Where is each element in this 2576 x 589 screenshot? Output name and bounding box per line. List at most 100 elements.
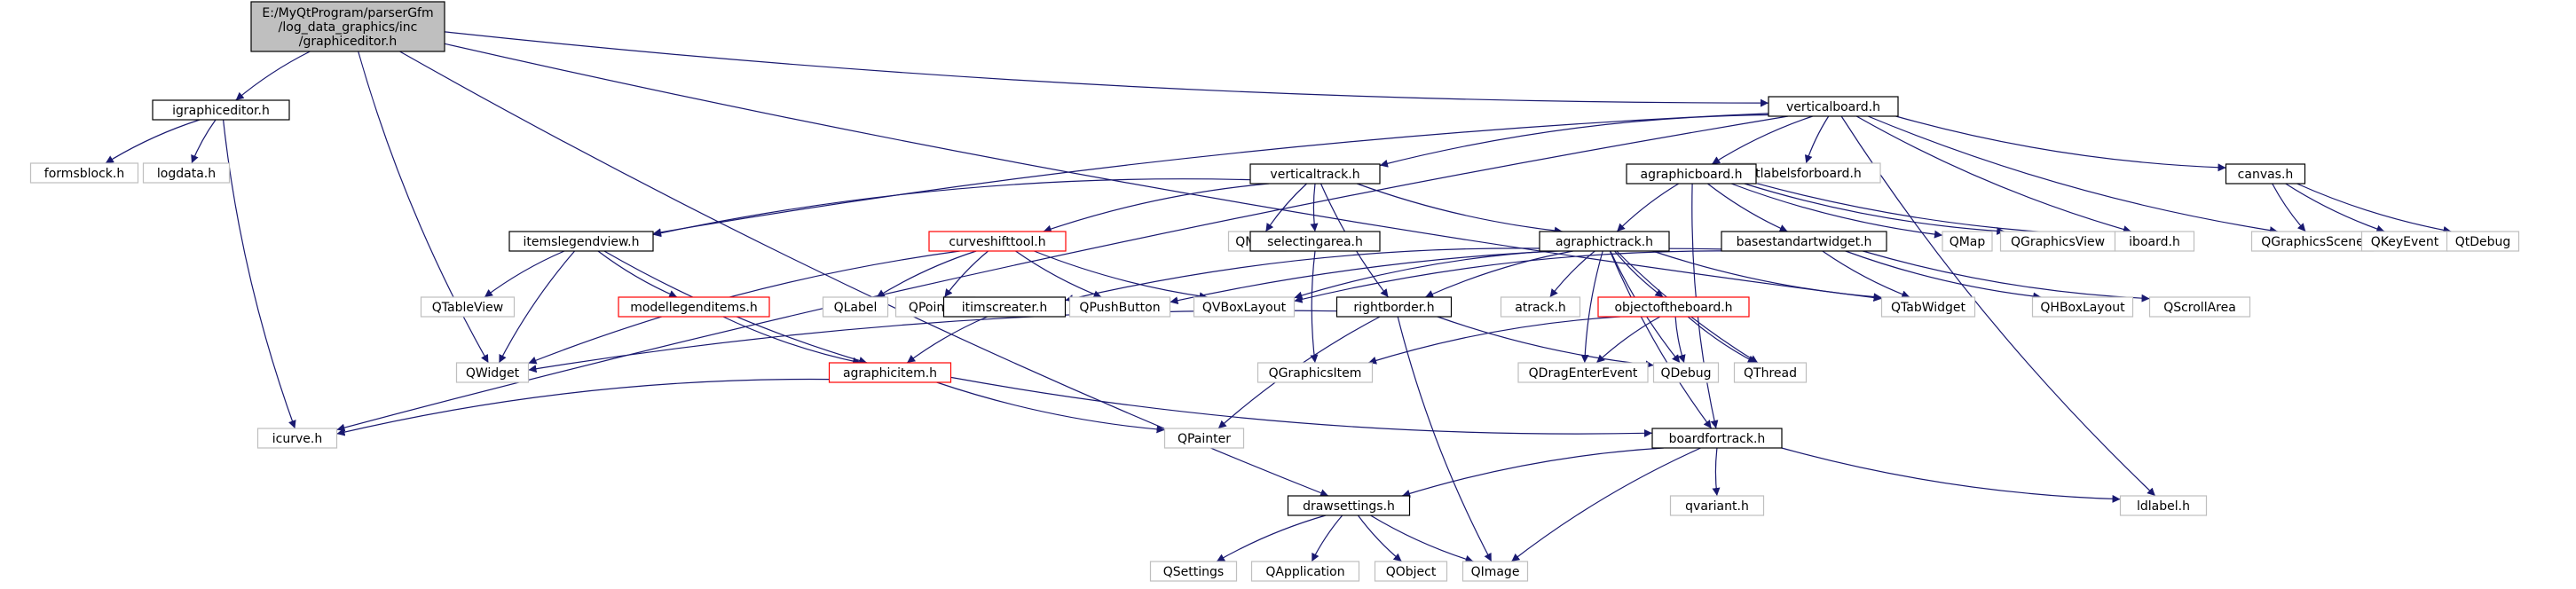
node-rightborder[interactable]: rightborder.h: [1335, 296, 1453, 318]
node-curveshifttool[interactable]: curveshifttool.h: [928, 231, 1067, 252]
node-setlabelsforboard: setlabelsforboard.h: [1721, 162, 1881, 184]
node-QImage: QImage: [1461, 561, 1529, 582]
node-agraphicboard[interactable]: agraphicboard.h: [1626, 163, 1757, 185]
node-label: agraphictrack.h: [1556, 235, 1653, 249]
edge-agraphictrack-to-objectoftheboard: [1614, 250, 1664, 298]
edge-basestandartwidget-to-QHBoxLayout: [1845, 250, 2042, 301]
node-label: drawsettings.h: [1303, 499, 1395, 514]
node-box: [455, 362, 530, 383]
node-verticaltrack[interactable]: verticaltrack.h: [1249, 163, 1381, 185]
node-box: [1335, 296, 1453, 318]
node-box: [1597, 296, 1750, 318]
node-QApplication: QApplication: [1250, 561, 1360, 582]
edge-verticalboard-to-icurve: [336, 115, 1789, 432]
edge-boardfortrack-to-drawsettings: [1401, 447, 1664, 498]
node-canvas[interactable]: canvas.h: [2225, 163, 2306, 185]
node-label: QKeyEvent: [2371, 235, 2439, 249]
edge-agraphictrack-to-QTabWidget: [1652, 250, 1882, 302]
node-label: boardfortrack.h: [1669, 432, 1766, 446]
node-box: [2114, 231, 2195, 252]
edge-basestandartwidget-to-QScrollArea: [1863, 250, 2150, 302]
edge-objectoftheboard-to-QDebug: [1674, 316, 1686, 364]
edge-agraphicitem-to-icurve: [336, 378, 830, 436]
node-label: QObject: [1386, 565, 1437, 579]
node-box: [1461, 561, 1529, 582]
node-objectoftheboard[interactable]: objectoftheboard.h: [1597, 296, 1750, 318]
edge-verticaltrack-to-agraphictrack: [1356, 183, 1563, 235]
node-label: objectoftheboard.h: [1614, 301, 1732, 315]
edge-agraphicitem-to-QPainter: [936, 381, 1165, 434]
node-icurve: icurve.h: [256, 428, 338, 449]
edge-root-to-verticalboard: [444, 31, 1769, 107]
node-QObject: QObject: [1374, 561, 1448, 582]
node-QGraphicsView: QGraphicsView: [1999, 231, 2116, 252]
node-box: [942, 296, 1067, 318]
node-box: [250, 1, 445, 52]
edge-verticaltrack-to-QMenu: [1264, 183, 1308, 232]
edge-boardfortrack-to-QImage: [1510, 447, 1701, 562]
node-drawsettings[interactable]: drawsettings.h: [1287, 495, 1411, 516]
node-box: [1652, 362, 1720, 383]
node-QKeyEvent: QKeyEvent: [2360, 231, 2449, 252]
node-label: QGraphicsView: [2011, 235, 2105, 249]
edge-drawsettings-to-QSettings: [1216, 514, 1327, 562]
node-QWidget: QWidget: [455, 362, 530, 383]
node-root[interactable]: E:/MyQtProgram/parserGfm/log_data_graphi…: [250, 1, 445, 52]
node-QDebug: QDebug: [1652, 362, 1720, 383]
dependency-edges: [105, 31, 2452, 563]
edge-curveshifttool-to-QLabel: [876, 250, 977, 298]
node-igraphiceditor[interactable]: igraphiceditor.h: [152, 99, 290, 121]
node-itemslegendview[interactable]: itemslegendview.h: [508, 231, 654, 252]
node-label: QDragEnterEvent: [1529, 366, 1638, 381]
edge-igraphiceditor-to-icurve: [223, 119, 296, 429]
node-QPainter: QPainter: [1163, 428, 1245, 449]
node-label: QGraphicsScene: [2261, 235, 2364, 249]
node-logdata: logdata.h: [142, 162, 231, 184]
node-label: QApplication: [1265, 565, 1344, 579]
edge-verticalboard-to-itemslegendview: [652, 113, 1769, 237]
node-label: QGraphicsItem: [1269, 366, 1362, 381]
edge-basestandartwidget-to-QTabWidget: [1822, 250, 1910, 298]
edge-verticalboard-to-iboard: [1855, 115, 2131, 233]
node-box: [508, 231, 654, 252]
node-label: /log_data_graphics/inc: [279, 20, 418, 35]
node-box: [1517, 362, 1649, 383]
edge-verticalboard-to-canvas: [1895, 115, 2226, 172]
edge-agraphicitem-to-boardfortrack: [950, 376, 1653, 437]
node-box: [1539, 231, 1670, 252]
node-box: [1942, 231, 1993, 252]
node-box: [1256, 362, 1374, 383]
edge-verticalboard-to-verticaltrack: [1379, 114, 1769, 168]
edge-objectoftheboard-to-QThread: [1687, 316, 1757, 364]
node-label: /graphiceditor.h: [299, 35, 398, 49]
edge-curveshifttool-to-QWidget: [528, 250, 960, 365]
node-agraphictrack[interactable]: agraphictrack.h: [1539, 231, 1670, 252]
node-modellegenditems[interactable]: modellegenditems.h: [618, 296, 770, 318]
node-label: setlabelsforboard.h: [1741, 167, 1862, 181]
node-itimscreater[interactable]: itimscreater.h: [942, 296, 1067, 318]
node-formsblock: formsblock.h: [29, 162, 139, 184]
node-box: [1651, 428, 1783, 449]
node-box: [1249, 163, 1381, 185]
node-box: [2148, 296, 2251, 318]
node-label: igraphiceditor.h: [172, 104, 270, 118]
node-boardfortrack[interactable]: boardfortrack.h: [1651, 428, 1783, 449]
node-basestandartwidget[interactable]: basestandartwidget.h: [1721, 231, 1887, 252]
node-verticalboard[interactable]: verticalboard.h: [1768, 96, 1899, 117]
edge-root-to-QTabWidget: [444, 43, 1882, 302]
edge-canvas-to-QtDebug: [2296, 183, 2452, 234]
node-box: [1250, 561, 1360, 582]
dependency-nodes: E:/MyQtProgram/parserGfm/log_data_graphi…: [29, 1, 2520, 582]
node-agraphicitem[interactable]: agraphicitem.h: [828, 362, 952, 383]
edge-itemslegendview-to-QWidget: [498, 250, 576, 364]
node-label: modellegenditems.h: [630, 301, 758, 315]
node-box: [928, 231, 1067, 252]
node-QGraphicsScene: QGraphicsScene: [2250, 231, 2375, 252]
node-selectingarea[interactable]: selectingarea.h: [1249, 231, 1381, 252]
edge-agraphictrack-to-QVBoxLayout: [1294, 250, 1551, 300]
node-label: iboard.h: [2129, 235, 2180, 249]
node-qvariant: qvariant.h: [1669, 495, 1765, 516]
edge-canvas-to-QGraphicsScene: [2272, 183, 2306, 232]
node-label: QHBoxLayout: [2040, 301, 2125, 315]
node-box: [1768, 96, 1899, 117]
